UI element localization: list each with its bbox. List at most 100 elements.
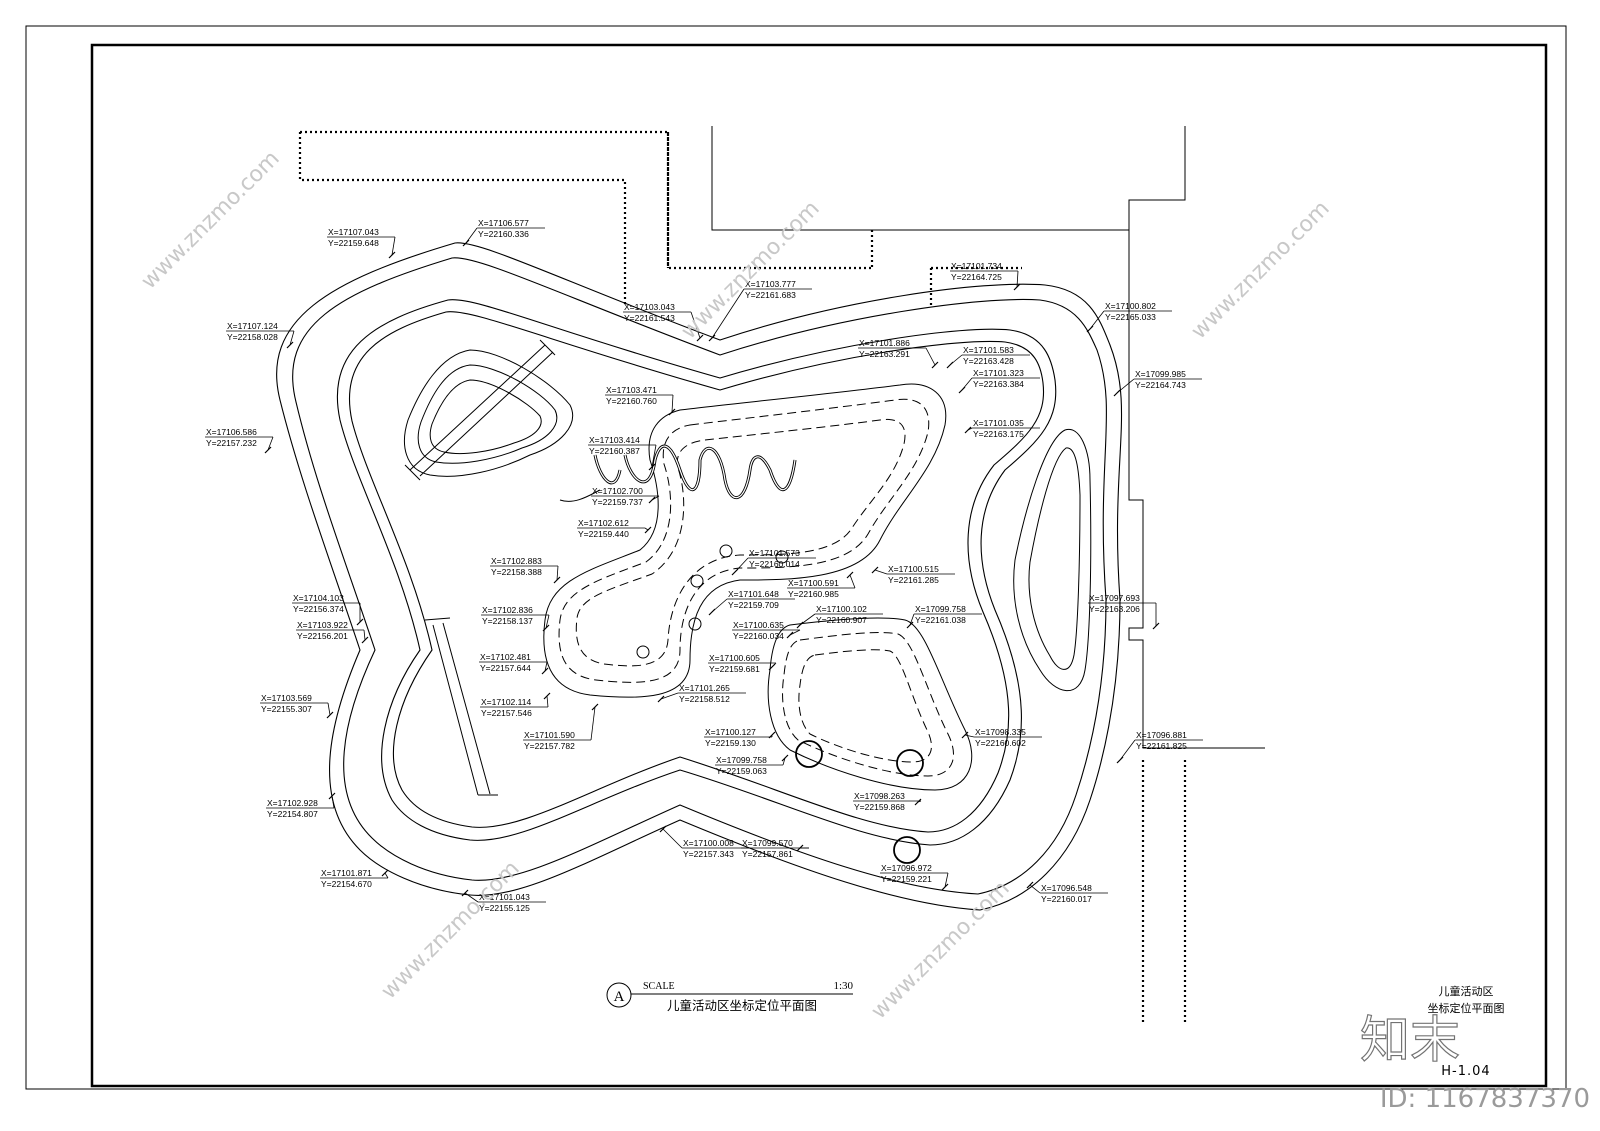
coordinate-x-label: X=17102.836 (482, 605, 533, 615)
coordinate-x-label: X=17097.693 (1089, 593, 1140, 603)
coordinate-point-tick (786, 631, 794, 639)
play-area-rings (276, 242, 1123, 911)
outer-sheet-border (25, 25, 1567, 1090)
drawing-title: 儿童活动区坐标定位平面图 (667, 998, 817, 1013)
area-name: 儿童活动区 (1439, 984, 1494, 998)
coordinate-y-label: Y=22160.034 (733, 631, 784, 641)
coordinate-x-label: X=17100.127 (705, 727, 756, 737)
coordinate-y-label: Y=22160.014 (749, 559, 800, 569)
coordinate-y-label: Y=22161.825 (1136, 741, 1187, 751)
coordinate-point-tick (768, 731, 776, 739)
coordinate-y-label: Y=22157.644 (480, 663, 531, 673)
coordinate-x-label: X=17103.043 (624, 302, 675, 312)
coordinate-point-tick (961, 731, 969, 739)
coordinate-leader-line (944, 872, 949, 888)
coordinate-y-label: Y=22160.760 (606, 396, 657, 406)
middle-ring-outer (336, 299, 1057, 846)
coordinate-point-tick (1013, 283, 1021, 291)
coordinate-point-tick (1026, 881, 1034, 889)
coordinate-x-label: X=17098.263 (854, 791, 905, 801)
coordinate-x-label: X=17101.323 (973, 368, 1024, 378)
coordinate-y-label: Y=22156.201 (297, 631, 348, 641)
coordinate-leader-line (964, 734, 975, 738)
coordinate-y-label: Y=22165.033 (1105, 312, 1156, 322)
coordinate-leader-line (874, 569, 888, 575)
coordinate-y-label: Y=22161.285 (888, 575, 939, 585)
east-mound (1013, 428, 1092, 692)
coordinate-y-label: Y=22163.428 (963, 356, 1014, 366)
coordinate-x-label: X=17096.972 (881, 863, 932, 873)
coordinate-y-label: Y=22159.130 (705, 738, 756, 748)
coordinate-leader-line (925, 347, 936, 366)
coordinate-point-tick (326, 711, 334, 719)
coordinate-leader-line (662, 828, 683, 849)
coordinate-point-tick (648, 496, 656, 504)
coordinate-point-tick (361, 636, 369, 644)
coordinate-y-label: Y=22160.602 (975, 738, 1026, 748)
coordinate-point-tick (461, 889, 469, 897)
coordinate-y-label: Y=22163.384 (973, 379, 1024, 389)
coordinate-point-tick (264, 446, 272, 454)
coordinate-y-label: Y=22155.307 (261, 704, 312, 714)
coordinate-x-label: X=17101.871 (321, 868, 372, 878)
coordinate-x-label: X=17101.573 (749, 548, 800, 558)
coordinate-x-label: X=17101.265 (679, 683, 730, 693)
coordinate-y-label: Y=22161.683 (745, 290, 796, 300)
coordinate-x-label: X=17101.035 (973, 418, 1024, 428)
coordinate-x-label: X=17101.734 (951, 261, 1002, 271)
coordinate-y-label: Y=22157.232 (206, 438, 257, 448)
coordinate-x-label: X=17102.928 (267, 798, 318, 808)
coordinate-y-label: Y=22156.374 (293, 604, 344, 614)
coordinate-point-tick (286, 341, 294, 349)
coordinate-x-label: X=17102.612 (578, 518, 629, 528)
south-play-pit (767, 617, 973, 791)
coordinate-point-tick (381, 869, 389, 877)
watermark-site: www.znzmo.com (867, 876, 1015, 1024)
coordinate-x-label: X=17099.985 (1135, 369, 1186, 379)
coordinate-leader-line (267, 436, 274, 451)
play-drum (893, 836, 921, 864)
sheet-number: H-1.04 (1441, 1064, 1490, 1079)
coordinate-point-tick (846, 571, 854, 579)
coordinate-point-tick (328, 792, 336, 800)
coordinate-point-tick (796, 621, 804, 629)
coordinate-leader-line (849, 574, 856, 589)
drawing-frame (90, 43, 1548, 1088)
stepping-stone (775, 550, 789, 564)
coordinate-leader-line (556, 565, 559, 581)
coordinate-y-label: Y=22158.028 (227, 332, 278, 342)
coordinate-x-label: X=17102.883 (491, 556, 542, 566)
coordinate-leader-line (690, 311, 701, 339)
outer-ring-inner (292, 257, 1108, 895)
coordinate-point-tick (708, 608, 716, 616)
coordinate-point-tick (796, 844, 804, 852)
coordinate-x-label: X=17101.583 (963, 345, 1014, 355)
coordinate-point-tick (931, 361, 939, 369)
coordinate-x-label: X=17101.043 (479, 892, 530, 902)
coordinate-leader-line (331, 795, 335, 809)
coordinate-x-label: X=17099.570 (742, 838, 793, 848)
coordinate-leader-line (1016, 270, 1019, 288)
coordinate-x-label: X=17103.922 (297, 620, 348, 630)
coordinate-x-label: X=17107.124 (227, 321, 278, 331)
coordinate-point-tick (696, 334, 704, 342)
watermark-brand: 知末 (1360, 1011, 1460, 1069)
coordinate-y-label: Y=22161.543 (624, 313, 675, 323)
slide-platform-left (404, 349, 574, 477)
coordinate-leader-line (544, 661, 548, 672)
stepping-stone (636, 645, 650, 659)
play-equipment (404, 339, 924, 864)
coordinate-point-tick (542, 624, 550, 632)
coordinate-y-label: Y=22161.038 (915, 615, 966, 625)
coordinate-point-tick (946, 361, 954, 369)
coordinate-x-label: X=17102.114 (481, 697, 531, 707)
coordinate-point-tick (541, 667, 549, 675)
coordinate-y-label: Y=22154.670 (321, 879, 372, 889)
coordinate-x-label: X=17100.635 (733, 620, 784, 630)
coordinate-leader-line (384, 872, 389, 879)
coordinate-x-label: X=17099.758 (915, 604, 966, 614)
coordinate-leader-line (660, 692, 679, 700)
coordinate-y-label: Y=22163.206 (1089, 604, 1140, 614)
play-drum (795, 740, 823, 768)
coordinate-point-tick (914, 798, 922, 806)
